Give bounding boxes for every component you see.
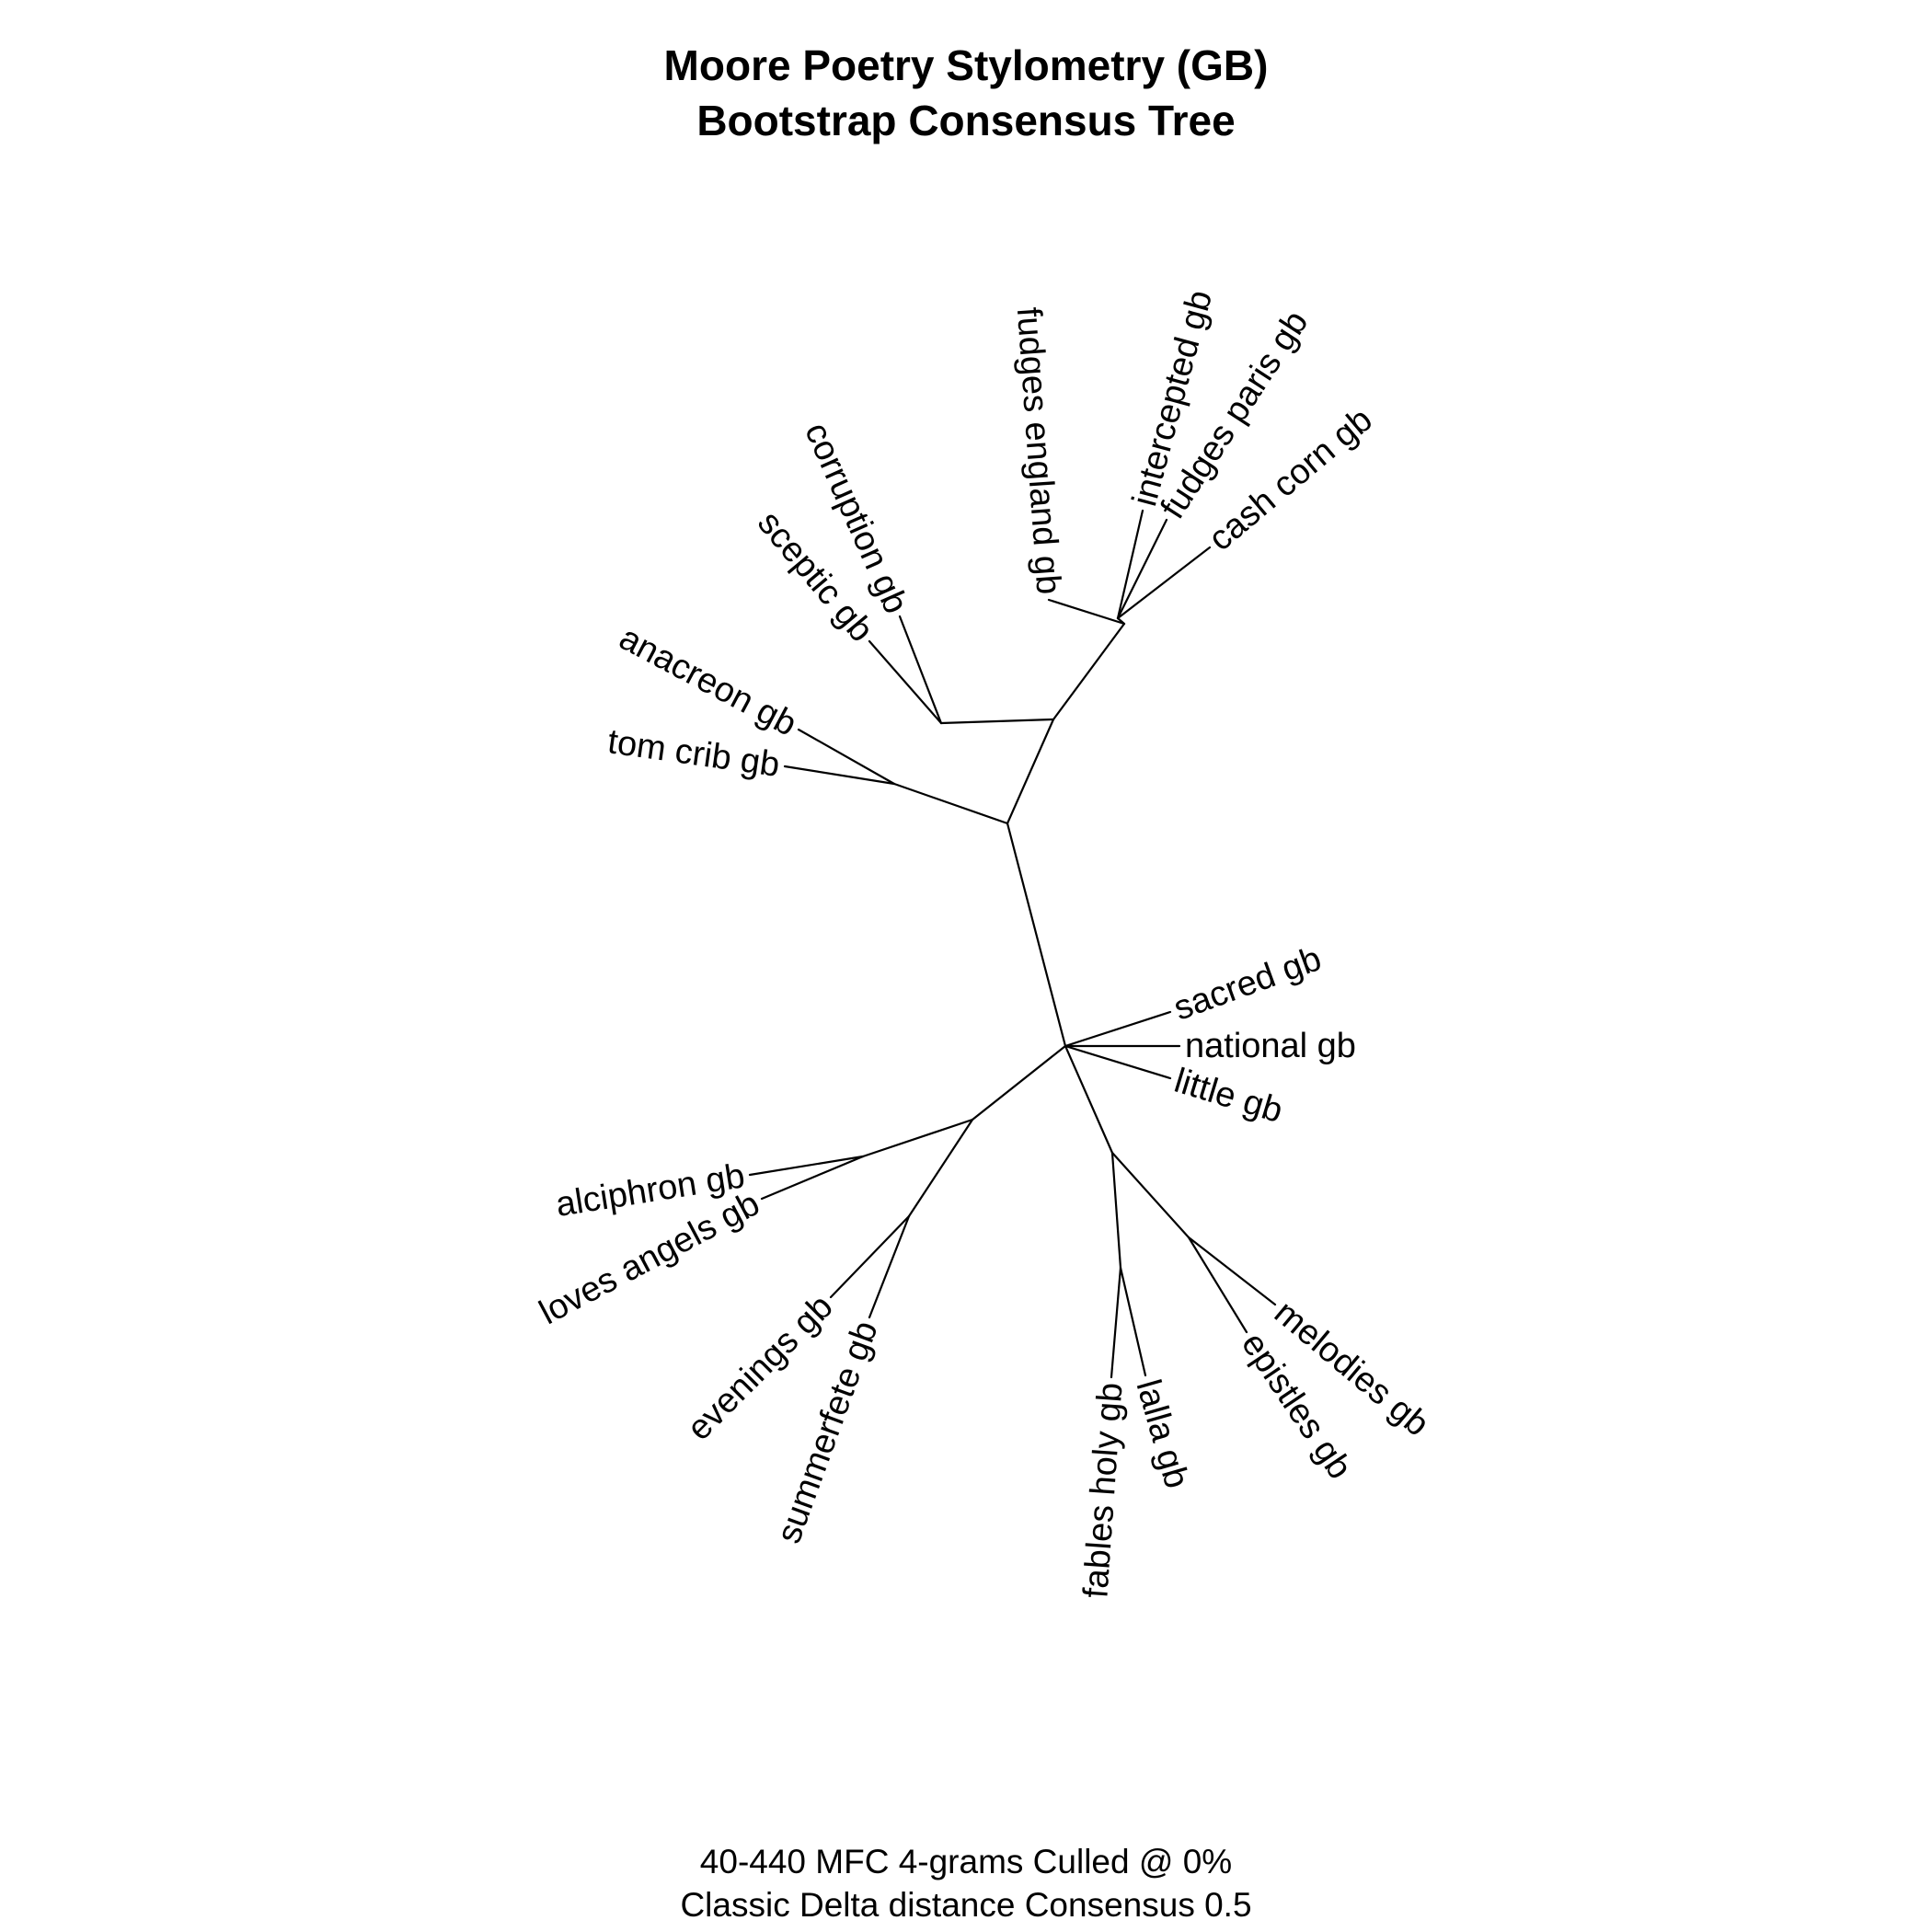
leaf-branch-sacred [1064,1010,1172,1048]
internal-branch-n_upper-n_cs [939,718,1055,725]
internal-branch-n_ll-n_es [907,1118,974,1218]
leaf-branch-sceptic [868,639,943,725]
internal-branch-n_right-n_ep [1110,1151,1190,1239]
internal-branch-root-n_upper [1006,718,1055,825]
leaf-label-lalla: lalla gb [1128,1375,1196,1492]
internal-branch-n_upper-n_up_right [1052,622,1126,721]
leaf-branch-alciphron [748,1155,865,1177]
leaf-branch-summerfete [868,1214,911,1319]
internal-branch-n_right-n_fl [1110,1151,1122,1270]
leaf-branch-corruption [898,615,943,725]
leaf-branch-lalla [1119,1266,1147,1377]
title-line-1: Moore Poetry Stylometry (GB) [663,41,1269,89]
leaf-label-tom-crib: tom crib gb [605,722,782,785]
leaf-branch-fudges-england [1047,598,1126,626]
leaf-branch-little [1064,1044,1172,1080]
leaf-label-fables-holy: fables holy gb [1076,1382,1130,1600]
leaf-branch-anacreon [797,728,896,786]
title-line-2: Bootstrap Consensus Tree [696,97,1236,144]
leaf-branch-loves-angels [760,1155,865,1201]
caption-line-2: Classic Delta distance Consensus 0.5 [680,1886,1252,1924]
leaf-branch-fudges-paris [1116,518,1168,620]
leaf-label-national: national gb [1185,1027,1356,1065]
internal-branch-root-n_lower [1006,822,1067,1048]
internal-branch-n_lower-n_right [1064,1044,1114,1155]
caption-line-1: 40-440 MFC 4-grams Culled @ 0% [699,1843,1233,1880]
leaf-label-sacred: sacred gb [1168,939,1326,1029]
leaf-branch-tom-crib [783,765,896,786]
internal-branch-n_ll-n_al [861,1118,974,1158]
leaf-branch-evenings [829,1214,911,1299]
internal-branch-root-n_ac [892,782,1009,825]
tree-edges [748,509,1277,1379]
leaf-label-anacreon: anacreon gb [613,618,802,743]
internal-branch-n_lower-n_ll [971,1044,1067,1121]
leaf-branch-intercepted [1116,509,1144,620]
leaf-branch-melodies [1187,1236,1277,1306]
leaf-branch-epistles [1187,1236,1248,1334]
leaf-label-fudges-england: fudges england gb [1009,306,1068,596]
leaf-branch-fables-holy [1110,1266,1122,1379]
leaf-label-little: little gb [1170,1062,1287,1131]
leaf-branch-cash-corn [1116,546,1212,620]
